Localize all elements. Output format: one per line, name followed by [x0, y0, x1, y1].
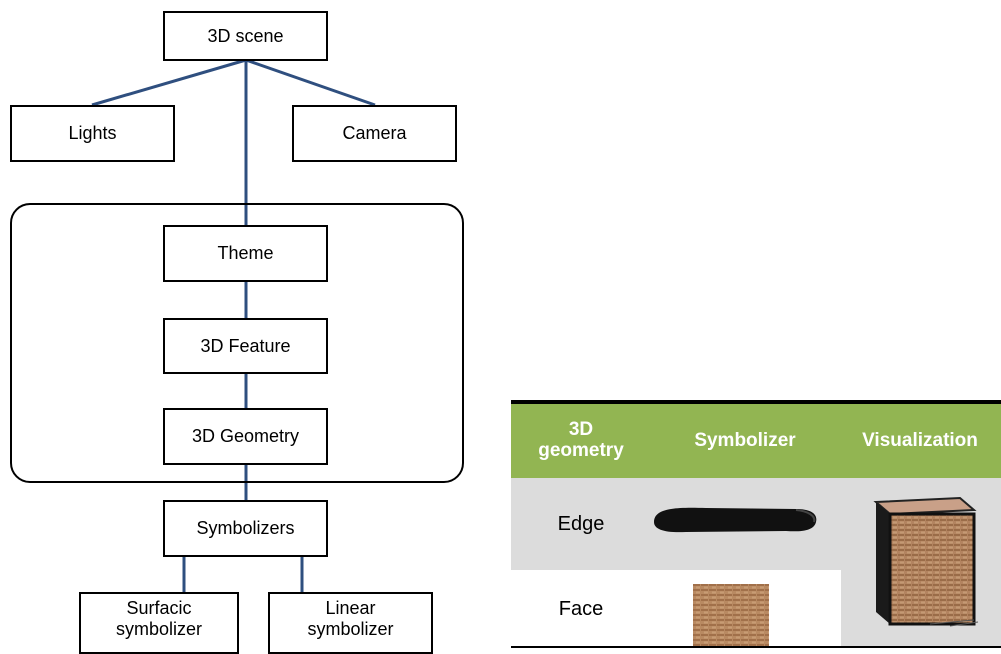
table-header-row: 3D geometry Symbolizer Visualization: [511, 404, 1001, 478]
node-theme: Theme: [163, 225, 328, 282]
node-linear-symbolizer: Linear symbolizer: [268, 592, 433, 654]
node-surfacic-line2: symbolizer: [115, 618, 203, 639]
face-symbolizer-image: [693, 584, 769, 648]
node-linear-line2: symbolizer: [307, 618, 394, 639]
header-symbolizer: Symbolizer: [694, 429, 796, 451]
node-3d-feature-label: 3D Feature: [200, 335, 291, 356]
header-3d-geometry: 3D geometry: [511, 404, 651, 478]
theme-group-frame: [10, 203, 464, 483]
node-3d-feature: 3D Feature: [163, 318, 328, 374]
table-top-rule: [511, 400, 1001, 404]
header-visualization: Visualization: [862, 429, 978, 451]
connector-scene-lights: [91, 58, 247, 107]
header-geometry-line1: 3D: [568, 419, 594, 441]
header-geometry-line2: geometry: [538, 440, 624, 461]
edge-symbolizer-image: [654, 507, 817, 533]
node-camera-label: Camera: [342, 123, 407, 144]
node-symbolizers-label: Symbolizers: [196, 518, 295, 539]
table-row: Face: [511, 570, 841, 648]
row-label-edge: Edge: [557, 512, 605, 535]
node-camera: Camera: [292, 105, 457, 162]
row-label-face: Face: [558, 597, 604, 620]
node-linear-line1: Linear: [325, 598, 376, 618]
visualization-3d-box-image: [873, 496, 979, 627]
node-symbolizers: Symbolizers: [163, 500, 328, 557]
node-surfacic-symbolizer: Surfacic symbolizer: [79, 592, 239, 654]
node-3d-geometry-label: 3D Geometry: [191, 426, 300, 447]
connector-scene-camera: [245, 58, 376, 107]
symbolizer-table: 3D geometry Symbolizer Visualization Edg…: [511, 400, 1001, 648]
table-bottom-rule: [511, 646, 1001, 648]
node-3d-scene-label: 3D scene: [207, 25, 284, 46]
node-surfacic-line1: Surfacic: [126, 598, 192, 618]
node-lights: Lights: [10, 105, 175, 162]
node-lights-label: Lights: [68, 123, 117, 144]
node-theme-label: Theme: [217, 243, 274, 264]
node-3d-scene: 3D scene: [163, 11, 328, 61]
node-3d-geometry: 3D Geometry: [163, 408, 328, 465]
